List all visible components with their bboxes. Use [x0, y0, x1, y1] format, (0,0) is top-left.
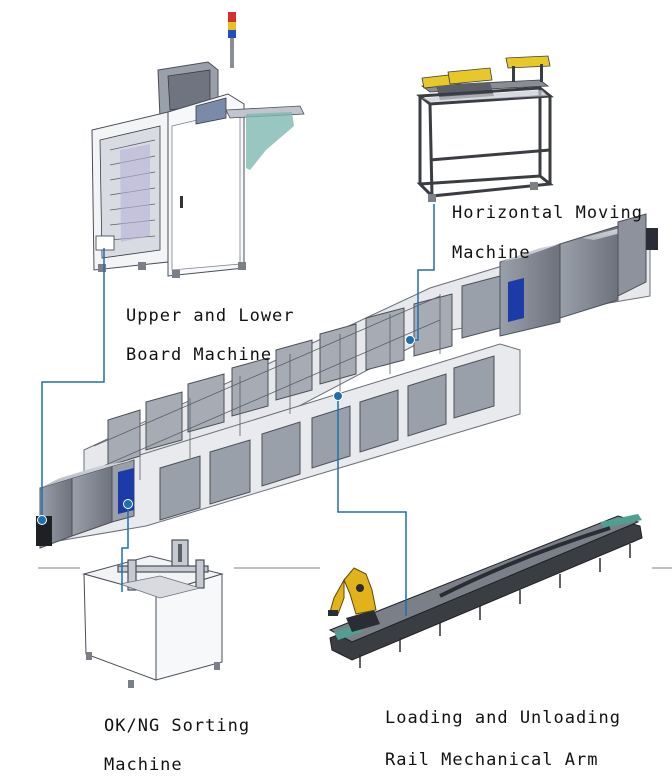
- leader-horizontal-moving: [410, 204, 435, 341]
- label-sorting-line1: OK/NG Sorting: [104, 716, 251, 736]
- label-upper-lower-line1: Upper and Lower: [126, 306, 295, 326]
- leader-dot-upper-lower: [37, 515, 47, 525]
- label-sorting-line2: Machine: [104, 755, 183, 775]
- leader-rail-arm: [337, 396, 407, 616]
- rail-mechanical-arm: [328, 514, 643, 668]
- leader-upper-lower: [41, 248, 105, 520]
- leader-sorting: [121, 508, 129, 592]
- label-upper-lower-line2: Board Machine: [126, 345, 273, 365]
- horizontal-moving-machine: [416, 55, 554, 202]
- upper-lower-board-machine: [91, 12, 305, 278]
- label-horizontal-moving-line1: Horizontal Moving: [452, 203, 643, 223]
- leader-dot-horizontal-moving: [405, 335, 415, 345]
- leader-dot-rail-arm: [333, 391, 343, 401]
- label-horizontal-moving-line2: Machine: [452, 243, 531, 263]
- leader-dot-sorting: [123, 499, 133, 509]
- label-rail-arm-line1: Loading and Unloading: [385, 708, 621, 728]
- ok-ng-sorting-machine: [82, 539, 224, 688]
- production-line-assembly: [36, 213, 658, 549]
- label-rail-arm-line2: Rail Mechanical Arm: [385, 750, 599, 770]
